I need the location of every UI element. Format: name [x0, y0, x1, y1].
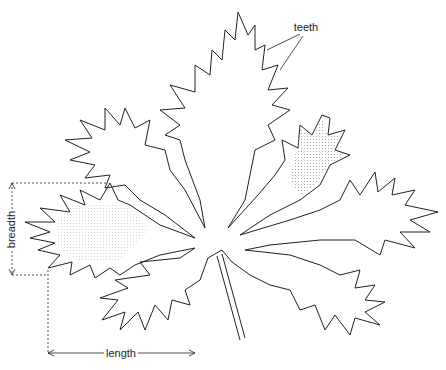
length-dimension: [48, 270, 195, 356]
shaded-lobe: [290, 118, 346, 196]
petiole: [222, 254, 245, 338]
leaf-outline: [25, 12, 438, 335]
shaded-region: [55, 202, 150, 262]
breadth-dimension: [9, 183, 108, 275]
callout-label: teeth: [292, 21, 320, 34]
petiole: [217, 256, 240, 340]
dimension-label: breadth: [6, 208, 19, 249]
leader-line: [280, 36, 303, 70]
dimension-label: length: [104, 347, 138, 360]
